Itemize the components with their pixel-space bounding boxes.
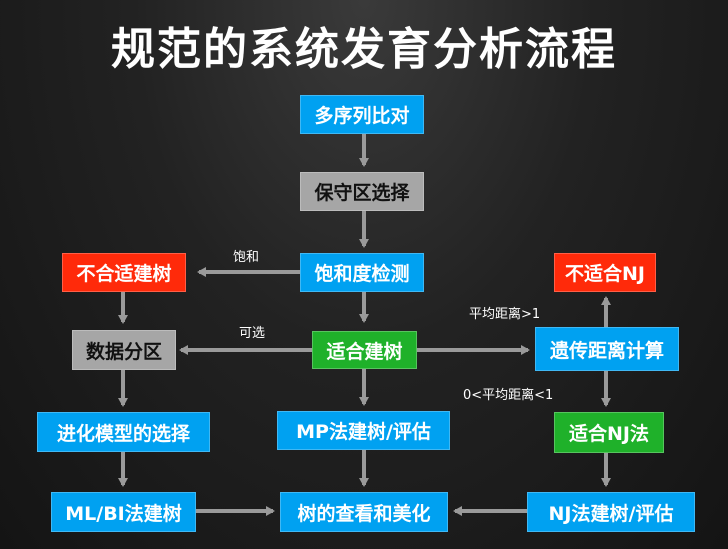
node-suitable-for-nj: 适合NJ法 [554, 412, 664, 453]
node-conserved-region-selection: 保守区选择 [300, 172, 424, 211]
edge-label-avg-distance-between: 0<平均距离<1 [463, 388, 554, 403]
node-evolution-model-selection: 进化模型的选择 [37, 412, 210, 452]
node-genetic-distance-calculation: 遗传距离计算 [535, 327, 679, 371]
node-mp-tree-building: MP法建树/评估 [277, 411, 450, 450]
page-title: 规范的系统发育分析流程 [111, 24, 617, 75]
node-data-partition: 数据分区 [72, 330, 176, 370]
edge-label-avg-distance-gt-1: 平均距离>1 [469, 307, 541, 322]
node-suitable-for-tree: 适合建树 [312, 331, 417, 369]
node-saturation-test: 饱和度检测 [300, 253, 424, 292]
node-not-suitable-for-tree: 不合适建树 [62, 253, 186, 292]
node-ml-bi-tree-building: ML/BI法建树 [51, 492, 196, 532]
node-nj-tree-building: NJ法建树/评估 [527, 492, 695, 532]
edge-label-optional: 可选 [239, 326, 266, 341]
edge-label-saturated: 饱和 [233, 250, 260, 265]
node-tree-view-and-beautify: 树的查看和美化 [280, 492, 448, 532]
node-not-suitable-for-nj: 不适合NJ [554, 253, 656, 292]
node-multiple-sequence-alignment: 多序列比对 [300, 95, 424, 134]
